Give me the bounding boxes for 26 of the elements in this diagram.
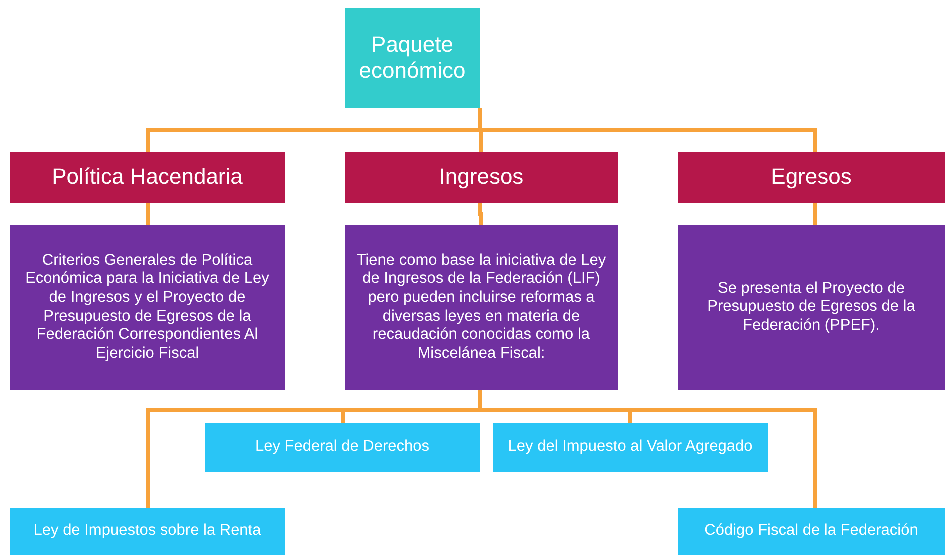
law-box (678, 508, 945, 555)
header-text: Egresos (771, 164, 852, 191)
body-text: Criterios Generales de Política Económica para la Iniciativa de Ley de Ingresos y el Proyecto de Presupuesto de Egresos de la Federación Correspondientes Al Ejercicio Fiscal (24, 252, 270, 364)
category-header (678, 152, 945, 203)
body-text: Ley de Impuestos sobre la Renta (34, 522, 262, 541)
body-text: Ley Federal de Derechos (255, 438, 430, 457)
body-text: Código Fiscal de la Federación (704, 522, 918, 541)
header-text: Política Hacendaria (52, 164, 243, 191)
title-text: Paquete económico (358, 32, 467, 84)
header-text: Ingresos (439, 164, 524, 191)
connector-line (813, 203, 817, 225)
law-box (10, 508, 285, 555)
law-box (205, 423, 480, 472)
body-text: Se presenta el Proyecto de Presupuesto de Egresos de la Federación (PPEF). (706, 280, 916, 336)
connector-line (146, 203, 150, 225)
description-box (10, 225, 285, 390)
top-box (345, 8, 480, 108)
description-box (678, 225, 945, 390)
description-box (345, 225, 618, 390)
category-header (10, 152, 285, 203)
body-text: Tiene como base la iniciativa de Ley de Ingresos de la Federación (LIF) pero pueden incluirse reformas a diversas leyes en materia de recaudación conocidas como la Miscelánea Fiscal: (356, 252, 608, 364)
law-box (493, 423, 768, 472)
body-text: Ley del Impuesto al Valor Agregado (508, 438, 753, 457)
connector-line (478, 390, 817, 508)
category-header (345, 152, 618, 203)
connector-line (478, 203, 484, 225)
